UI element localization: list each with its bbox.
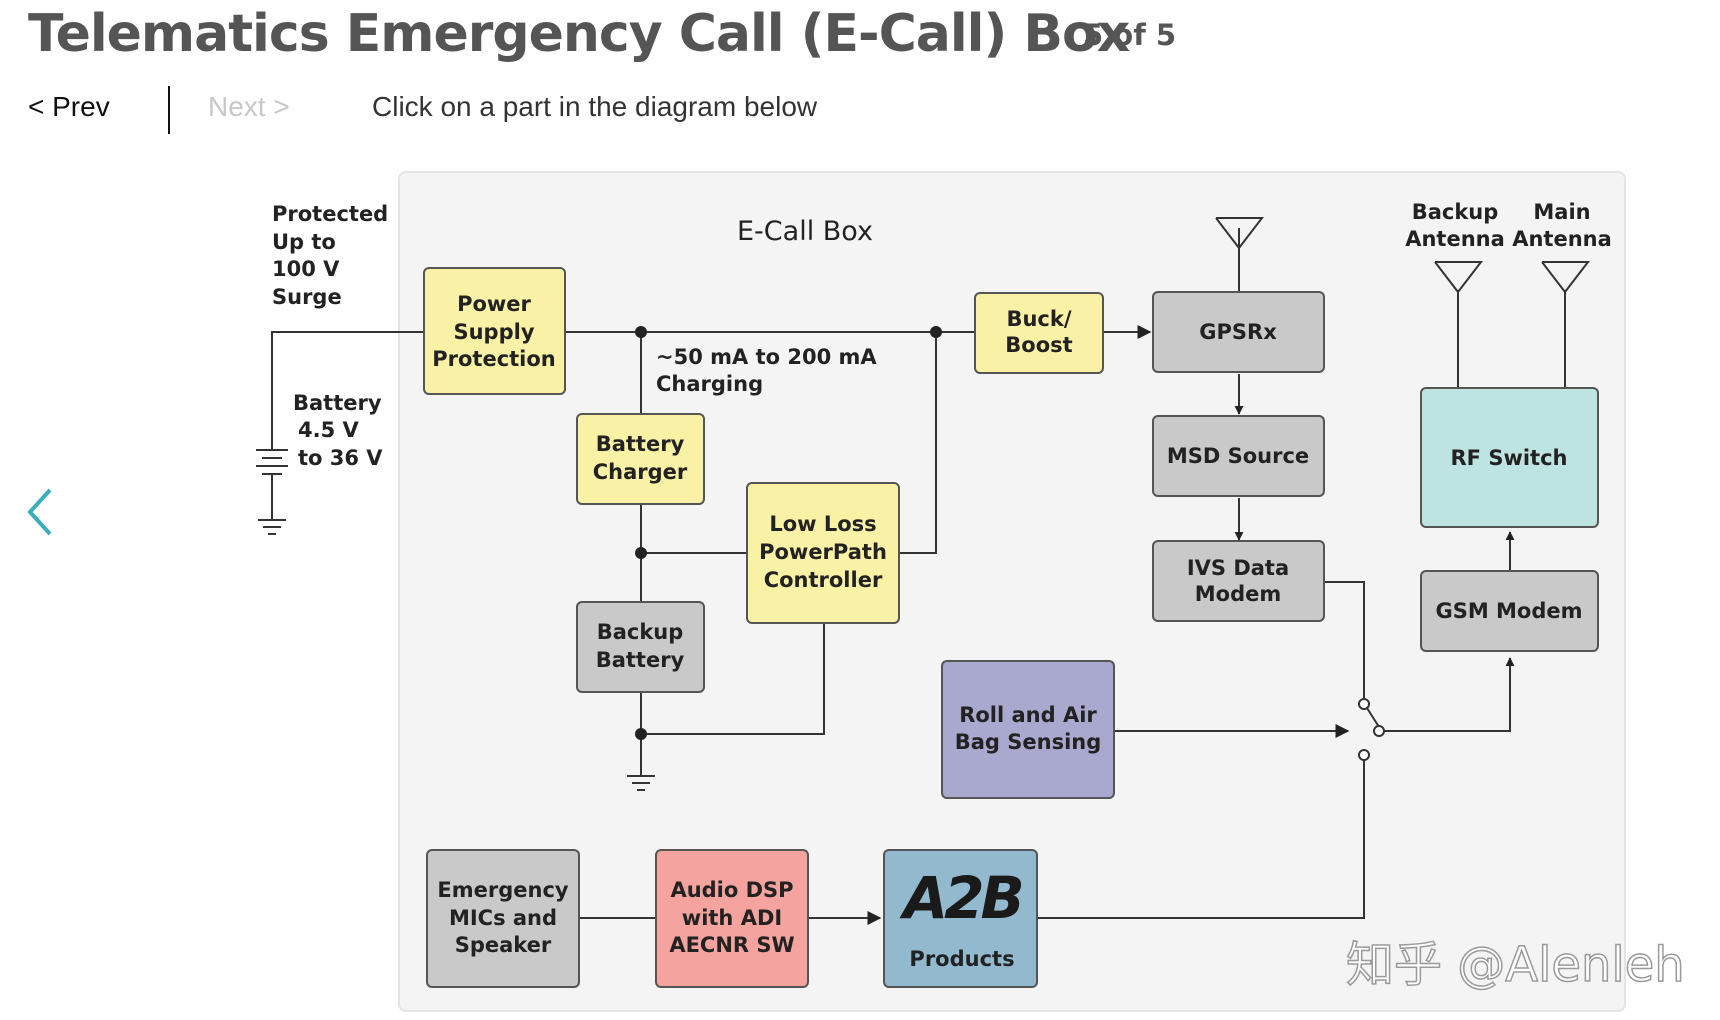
block-label-line: Emergency xyxy=(437,878,568,902)
block-label-line: Protection xyxy=(432,347,556,371)
surge-label-line: 100 V xyxy=(272,257,340,281)
block-label-line: Battery xyxy=(596,648,685,672)
nav-divider xyxy=(168,86,170,134)
surge-label-line: Protected xyxy=(272,202,388,226)
battery-charger-block[interactable]: Battery Charger xyxy=(576,413,705,505)
switch-icon xyxy=(1358,698,1385,761)
battery-range-label-line: 4.5 V xyxy=(298,418,360,442)
main-antenna-label-line: Antenna xyxy=(1512,227,1612,251)
block-label-line: Power xyxy=(457,292,531,316)
battery-symbol-icon xyxy=(256,449,288,520)
block-label-line: Modem xyxy=(1195,582,1281,606)
surge-label-line: Up to xyxy=(272,230,336,254)
block-label-line: with ADI xyxy=(682,906,782,930)
main-antenna-icon xyxy=(1541,261,1591,294)
backup-antenna-label-line: Antenna xyxy=(1405,227,1505,251)
block-label-line: Speaker xyxy=(455,933,552,957)
ground-icon xyxy=(627,775,655,791)
wires xyxy=(271,228,1566,925)
page-indicator: 5 of 5 xyxy=(1083,18,1177,52)
carousel-left-arrow-icon[interactable] xyxy=(24,484,64,540)
power-supply-protection-block[interactable]: Power Supply Protection xyxy=(423,267,566,395)
block-label-line: Products xyxy=(909,947,1014,971)
ground-icon xyxy=(258,519,286,535)
block-label-line: Audio DSP xyxy=(670,878,793,902)
block-label-line: GPSRx xyxy=(1199,320,1277,344)
block-label-line: PowerPath xyxy=(759,540,887,564)
roll-airbag-sensing-block[interactable]: Roll and Air Bag Sensing xyxy=(941,660,1115,799)
next-button[interactable]: Next > xyxy=(208,91,290,122)
a2b-products-block[interactable]: A2B Products xyxy=(883,849,1038,988)
buck-boost-block[interactable]: Buck/ Boost xyxy=(974,292,1104,374)
instruction-text: Click on a part in the diagram below xyxy=(372,91,818,122)
prev-button[interactable]: < Prev xyxy=(28,91,110,122)
block-label-line: Buck/ xyxy=(1006,307,1071,331)
battery-range-label-line: to 36 V xyxy=(298,446,383,470)
msd-source-block[interactable]: MSD Source xyxy=(1152,415,1325,497)
antenna-icons xyxy=(1215,217,1591,294)
ivs-data-modem-block[interactable]: IVS Data Modem xyxy=(1152,540,1325,622)
block-label-line: Supply xyxy=(453,320,534,344)
backup-antenna-label-line: Backup xyxy=(1412,200,1499,224)
charging-label-line: ~50 mA to 200 mA xyxy=(656,345,877,369)
a2b-logo: A2B xyxy=(899,864,1025,932)
block-label-line: IVS Data xyxy=(1187,556,1289,580)
surge-label-line: Surge xyxy=(272,285,342,309)
block-label-line: Battery xyxy=(596,432,685,456)
backup-battery-block[interactable]: Backup Battery xyxy=(576,601,705,693)
block-label-line: Roll and Air xyxy=(959,703,1097,727)
gps-receiver-block[interactable]: GPSRx xyxy=(1152,291,1325,373)
watermark: 知乎 @Alenleh xyxy=(1345,936,1685,994)
block-label-line: MICs and xyxy=(449,906,557,930)
block-label-line: Charger xyxy=(593,460,688,484)
junction-dots xyxy=(635,326,942,740)
block-label-line: RF Switch xyxy=(1451,446,1568,470)
block-label-line: Backup xyxy=(597,620,684,644)
block-label-line: Bag Sensing xyxy=(955,730,1102,754)
powerpath-controller-block[interactable]: Low Loss PowerPath Controller xyxy=(746,482,900,624)
block-label-line: Controller xyxy=(764,568,883,592)
block-label-line: GSM Modem xyxy=(1435,599,1582,623)
ecall-box-title: E-Call Box xyxy=(737,216,873,247)
backup-antenna-icon xyxy=(1434,261,1484,294)
gps-antenna-icon xyxy=(1215,217,1265,250)
charging-label-line: Charging xyxy=(656,372,763,396)
block-label-line: AECNR SW xyxy=(669,933,794,957)
block-label-line: Boost xyxy=(1005,333,1072,357)
main-antenna-label-line: Main xyxy=(1533,200,1590,224)
battery-range-label-line: Battery xyxy=(293,391,382,415)
emergency-mics-speaker-block[interactable]: Emergency MICs and Speaker xyxy=(426,849,580,988)
audio-dsp-block[interactable]: Audio DSP with ADI AECNR SW xyxy=(655,849,809,988)
rf-switch-block[interactable]: RF Switch xyxy=(1420,387,1599,528)
page-title: Telematics Emergency Call (E-Call) Box xyxy=(28,4,1130,64)
block-label-line: MSD Source xyxy=(1167,444,1309,468)
svg-text:A2B: A2B xyxy=(899,864,1021,932)
gsm-modem-block[interactable]: GSM Modem xyxy=(1420,570,1599,652)
block-label-line: Low Loss xyxy=(769,512,876,536)
